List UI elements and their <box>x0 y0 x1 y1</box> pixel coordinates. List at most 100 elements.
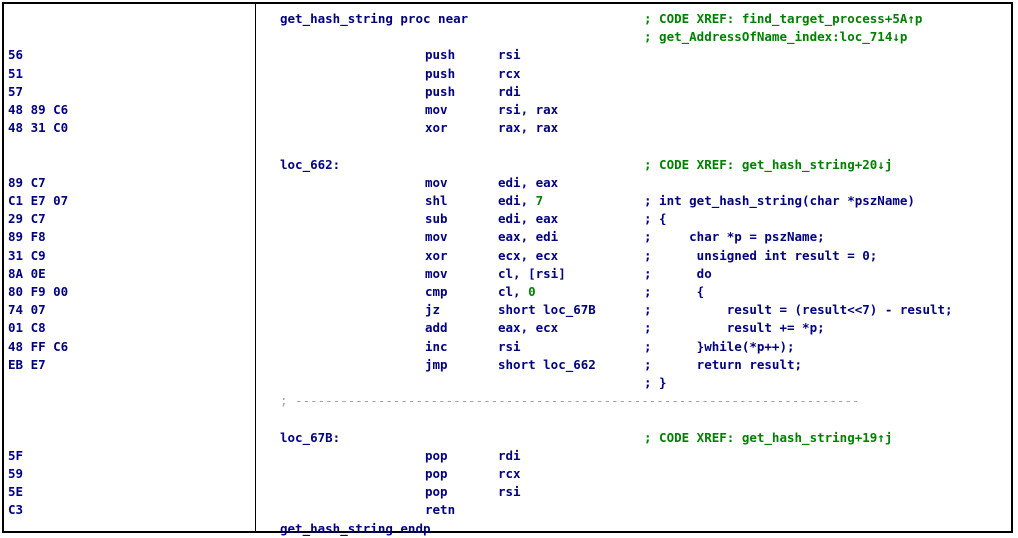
instruction-mnemonic: sub <box>425 211 448 227</box>
instruction-operands: short loc_67B <box>498 301 596 319</box>
instruction-mnemonic: mov <box>425 265 448 281</box>
disassembly-line[interactable]: C3 retn <box>4 501 1011 519</box>
operand-immediate: 7 <box>535 193 544 208</box>
pseudocode-comment: ; result = (result<<7) - result; <box>644 302 953 318</box>
operand-text: rax, rax <box>498 120 559 136</box>
disassembly-line[interactable]: loc_67B:; CODE XREF: get_hash_string+19↑… <box>4 429 1011 447</box>
disassembly-line[interactable]: loc_662:; CODE XREF: get_hash_string+20↓… <box>4 156 1011 174</box>
operand-text: eax, edi <box>498 229 559 245</box>
operand-text: edi, eax <box>498 211 559 227</box>
instruction-mnemonic: pop <box>425 447 448 463</box>
instruction-mnemonic: inc <box>425 338 448 354</box>
instruction-bytes: 80 F9 00 <box>8 284 69 299</box>
instruction-mnemonic: xor <box>425 247 448 263</box>
instruction-bytes: 48 89 C6 <box>8 102 69 117</box>
instruction-mnemonic: pop <box>425 466 448 481</box>
operand-text: cl, <box>498 284 529 299</box>
instruction-mnemonic: shl <box>425 193 448 208</box>
instruction-mnemonic: mov <box>425 102 448 117</box>
instruction-bytes: 29 C7 <box>8 211 46 227</box>
instruction-mnemonic: retn <box>425 502 456 518</box>
disassembly-line[interactable]: C1 E7 07 shl edi, 7 ; int get_hash_string(c… <box>4 192 1011 210</box>
instruction-bytes: 8A 0E <box>8 265 46 281</box>
bytes-column-divider <box>255 4 256 531</box>
disassembly-line[interactable]: 48 31 C0 xor rax, rax <box>4 119 1011 137</box>
pseudocode-comment: ; } <box>644 375 667 390</box>
instruction-operands: edi, eax <box>498 174 558 192</box>
disassembly-line[interactable]: get_hash_string endp <box>4 520 1011 538</box>
instruction-operands: eax, ecx <box>498 319 558 337</box>
disassembly-line[interactable]: 80 F9 00 cmp cl, 0 ; { <box>4 283 1011 301</box>
instruction-mnemonic: jz <box>425 302 441 318</box>
disassembly-line[interactable]: 8A 0E mov cl, [rsi] ; do <box>4 265 1011 283</box>
pseudocode-comment: ; int get_hash_string(char *pszName) <box>644 193 915 208</box>
operand-text: rcx <box>498 65 521 81</box>
disassembly-line[interactable]: ; --------------------------------------… <box>4 392 1011 410</box>
code-label: get_hash_string endp <box>280 520 431 536</box>
instruction-bytes: 48 31 C0 <box>8 120 69 136</box>
instruction-bytes: 56 <box>8 47 24 63</box>
pseudocode-comment: ; { <box>644 284 705 299</box>
instruction-operands: cl, [rsi] <box>498 265 566 283</box>
disassembly-line[interactable]: 48 89 C6 mov rsi, rax <box>4 101 1011 119</box>
pseudocode-comment: ; result += *p; <box>644 320 825 336</box>
operand-text: edi, eax <box>498 174 559 190</box>
xref-comment: ; get_AddressOfName_index:loc_714↓p <box>644 29 908 45</box>
instruction-mnemonic: mov <box>425 174 448 190</box>
operand-text: rsi <box>498 338 521 354</box>
instruction-operands: rcx <box>498 465 521 483</box>
instruction-mnemonic: push <box>425 65 456 81</box>
disassembly-line[interactable]: ; } <box>4 374 1011 392</box>
operand-text: rdi <box>498 83 521 99</box>
xref-comment: ; CODE XREF: get_hash_string+20↓j <box>644 156 893 172</box>
instruction-mnemonic: cmp <box>425 284 448 299</box>
operand-text: short loc_662 <box>498 356 596 372</box>
instruction-operands: rdi <box>498 447 521 465</box>
instruction-bytes: C3 <box>8 502 24 518</box>
operand-text: rsi <box>498 47 521 63</box>
instruction-operands: rsi <box>498 338 521 356</box>
pseudocode-comment: ; char *p = pszName; <box>644 229 825 245</box>
disassembly-line[interactable]: 01 C8 add eax, ecx ; result += *p; <box>4 319 1011 337</box>
instruction-bytes: 57 <box>8 83 24 99</box>
instruction-operands: edi, 7 <box>498 192 543 210</box>
disassembly-line[interactable] <box>4 410 1011 428</box>
instruction-mnemonic: xor <box>425 120 448 136</box>
disassembly-line[interactable]: 56 push rsi <box>4 46 1011 64</box>
instruction-bytes: 89 F8 <box>8 229 46 245</box>
instruction-mnemonic: push <box>425 47 456 63</box>
disassembly-line[interactable] <box>4 137 1011 155</box>
disassembly-line[interactable]: ; get_AddressOfName_index:loc_714↓p <box>4 28 1011 46</box>
operand-text: rsi, rax <box>498 102 559 117</box>
instruction-operands: rax, rax <box>498 119 558 137</box>
operand-text: rdi <box>498 447 521 463</box>
disassembly-line[interactable]: get_hash_string proc near; CODE XREF: fi… <box>4 10 1011 28</box>
instruction-bytes: 01 C8 <box>8 320 46 336</box>
instruction-operands: rsi <box>498 483 521 501</box>
operand-immediate: 0 <box>528 284 536 299</box>
pseudocode-comment: ; }while(*p++); <box>644 338 795 354</box>
instruction-operands: ecx, ecx <box>498 247 558 265</box>
instruction-bytes: EB E7 <box>8 356 46 372</box>
xref-comment: ; CODE XREF: get_hash_string+19↑j <box>644 429 893 445</box>
instruction-operands: rsi, rax <box>498 101 558 119</box>
disassembly-line[interactable]: 59 pop rcx <box>4 465 1011 483</box>
instruction-bytes: C1 E7 07 <box>8 193 69 208</box>
instruction-mnemonic: add <box>425 320 448 336</box>
instruction-bytes: 59 <box>8 466 24 481</box>
operand-text: ecx, ecx <box>498 247 559 263</box>
operand-text: edi, <box>498 193 536 208</box>
pseudocode-comment: ; do <box>644 265 712 281</box>
